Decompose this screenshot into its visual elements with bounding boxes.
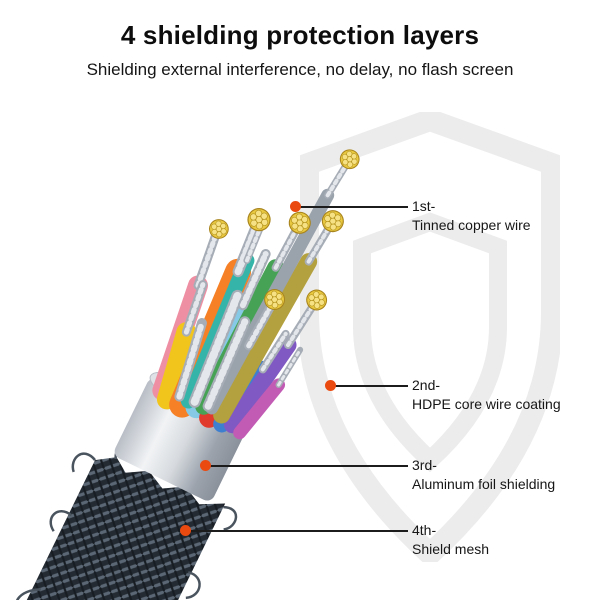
callout-ordinal: 2nd- [412,377,441,393]
callout-ordinal: 3rd- [412,457,437,473]
wire-violet [233,378,286,440]
leader-line [296,206,408,208]
watermark-shield-icon [300,112,560,562]
wire-yellow [156,322,197,410]
callout-ordinal: 1st- [412,198,436,214]
callout-dot [180,525,191,536]
wire-purple [223,336,297,434]
page-title: 4 shielding protection layers [120,20,480,50]
callout-dot [290,201,301,212]
callout-ordinal: 4th- [412,522,437,538]
header: 4 shielding protection layers Shielding … [0,0,600,80]
callout-label: Shield mesh [412,541,490,557]
leader-line [186,530,408,532]
wire-olive [213,253,318,424]
leader-line [206,465,408,467]
callout-dot [325,380,336,391]
callout-label: Aluminum foil shielding [412,476,556,492]
callout-label: Tinned copper wire [412,217,531,233]
page-subtitle: Shielding external interference, no dela… [86,60,514,79]
callout-label: HDPE core wire coating [412,396,561,412]
callout-dot [200,460,211,471]
leader-line [331,385,408,387]
